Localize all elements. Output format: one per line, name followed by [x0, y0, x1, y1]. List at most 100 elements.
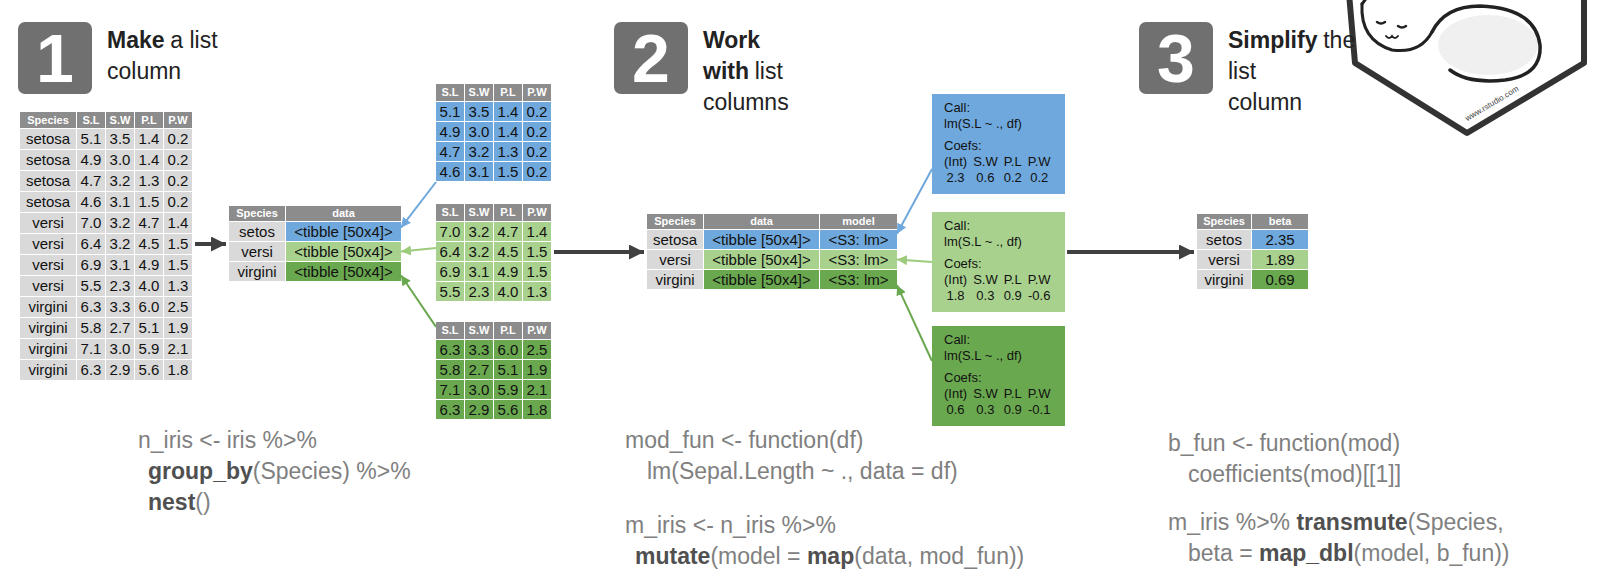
- callout-label: Coefs:: [944, 138, 1055, 154]
- header-cell: P.L: [135, 112, 163, 128]
- data-table: SpeciesS.LS.WP.LP.Wsetosa5.13.51.40.2set…: [20, 112, 193, 381]
- table-cell: 1.3: [135, 171, 163, 191]
- table-cell: 2.3: [465, 282, 493, 301]
- code-function: map_dbl: [1259, 540, 1354, 566]
- table-cell: 3.5: [106, 129, 134, 149]
- coef-value: S.W: [973, 386, 998, 402]
- header-cell: Species: [647, 214, 703, 229]
- coef-value: P.L: [1004, 154, 1022, 170]
- code-line: group_by(Species) %>%: [148, 456, 411, 487]
- table-cell: 1.5: [523, 242, 551, 261]
- code-text: (Species,: [1408, 509, 1504, 535]
- table-cell: 3.1: [465, 262, 493, 281]
- header-cell: Species: [20, 112, 76, 128]
- table-cell: 2.9: [465, 400, 493, 419]
- model-callout: Call:lm(S.L ~ ., df)Coefs:(Int)S.WP.LP.W…: [932, 326, 1065, 426]
- table-cell: 5.6: [135, 360, 163, 380]
- data-table: S.LS.WP.LP.W7.03.24.71.46.43.24.51.56.93…: [436, 204, 552, 302]
- table-cell: 1.4: [135, 129, 163, 149]
- table-cell: setosa: [647, 230, 703, 249]
- table-cell: 0.2: [523, 162, 551, 181]
- coef-value: 0.9: [1004, 402, 1022, 418]
- heading-bold: Make: [107, 27, 165, 53]
- table-cell: virgini: [229, 262, 285, 281]
- table-cell: virgini: [20, 297, 76, 317]
- table-cell: 5.1: [77, 129, 105, 149]
- header-cell: Species: [1197, 214, 1251, 229]
- table-cell: 3.0: [106, 339, 134, 359]
- coef-value: P.L: [1004, 386, 1022, 402]
- header-cell: S.L: [436, 204, 464, 221]
- cell-value: <S3: lm>: [823, 250, 894, 269]
- code-line: beta = map_dbl(model, b_fun)): [1188, 538, 1510, 569]
- code-text: lm(Sepal.Length ~ ., data = df): [647, 458, 958, 484]
- header-cell: S.L: [77, 112, 105, 128]
- step-badge: 1Makea list column: [18, 22, 92, 94]
- callout-label: Coefs:: [944, 370, 1055, 386]
- table-cell: setos: [229, 222, 285, 241]
- list-cell: <S3: lm>: [820, 230, 897, 249]
- connector: [401, 248, 436, 251]
- connector: [401, 182, 436, 228]
- table-cell: virgini: [20, 339, 76, 359]
- cell-value: <tibble [50x4]>: [289, 262, 398, 281]
- cat-eye: [1398, 26, 1406, 28]
- code-line: nest(): [148, 487, 211, 518]
- table-cell: virgini: [20, 360, 76, 380]
- table-cell: 0.2: [523, 142, 551, 161]
- table-cell: setosa: [20, 171, 76, 191]
- code-line: mutate(model = map(data, mod_fun)): [635, 541, 1024, 572]
- callout-label: Coefs:: [944, 256, 1055, 272]
- table-cell: 5.6: [494, 400, 522, 419]
- header-cell: data: [704, 214, 819, 229]
- table-cell: 6.9: [77, 255, 105, 275]
- table-cell: 1.8: [164, 360, 192, 380]
- table-cell: 4.6: [436, 162, 464, 181]
- header-cell: data: [286, 206, 401, 221]
- table-cell: 5.1: [436, 102, 464, 121]
- code-line: mod_fun <- function(df): [625, 425, 863, 456]
- table-cell: 1.5: [494, 162, 522, 181]
- table-cell: 5.9: [135, 339, 163, 359]
- table-cell: 5.1: [494, 360, 522, 379]
- header-cell: P.W: [523, 84, 551, 101]
- sticker-shade: [1438, 15, 1538, 75]
- callout-label: Call:: [944, 218, 1055, 234]
- table-cell: 1.3: [494, 142, 522, 161]
- table-cell: setos: [1197, 230, 1251, 249]
- code-line: m_iris <- n_iris %>%: [625, 510, 836, 541]
- data-table: Speciesdatasetos<tibble [50x4]>versi<tib…: [229, 206, 402, 282]
- header-cell: model: [820, 214, 897, 229]
- code-line: coefficients(mod)[[1]]: [1188, 459, 1401, 490]
- list-cell: <tibble [50x4]>: [286, 242, 401, 261]
- coef-value: P.L: [1004, 272, 1022, 288]
- table-cell: 6.3: [77, 297, 105, 317]
- table-cell: 4.5: [494, 242, 522, 261]
- table-cell: 1.5: [164, 234, 192, 254]
- table-cell: 4.5: [135, 234, 163, 254]
- table-cell: 0.2: [523, 102, 551, 121]
- table-cell: 6.0: [135, 297, 163, 317]
- table-cell: 0.2: [164, 171, 192, 191]
- coef-value: -0.6: [1028, 288, 1050, 304]
- coef-grid: (Int)S.WP.LP.W0.60.30.9-0.1: [944, 386, 1055, 418]
- header-cell: beta: [1252, 214, 1308, 229]
- code-text: m_iris %>%: [1168, 509, 1296, 535]
- header-cell: S.L: [436, 84, 464, 101]
- table-cell: 1.4: [494, 122, 522, 141]
- step-badge: 2Work withlist columns: [614, 22, 688, 94]
- table-cell: 0.69: [1252, 270, 1308, 289]
- header-cell: P.W: [523, 204, 551, 221]
- step-heading: Work withlist columns: [703, 25, 833, 118]
- code-line: n_iris <- iris %>%: [138, 425, 317, 456]
- coef-value: P.W: [1028, 386, 1051, 402]
- data-table: S.LS.WP.LP.W6.33.36.02.55.82.75.11.97.13…: [436, 322, 552, 420]
- coef-value: -0.1: [1028, 402, 1050, 418]
- code-function: nest: [148, 489, 195, 515]
- table-cell: 3.2: [106, 234, 134, 254]
- table-cell: 4.9: [494, 262, 522, 281]
- code-text: (data, mod_fun)): [854, 543, 1024, 569]
- table-cell: 3.0: [465, 122, 493, 141]
